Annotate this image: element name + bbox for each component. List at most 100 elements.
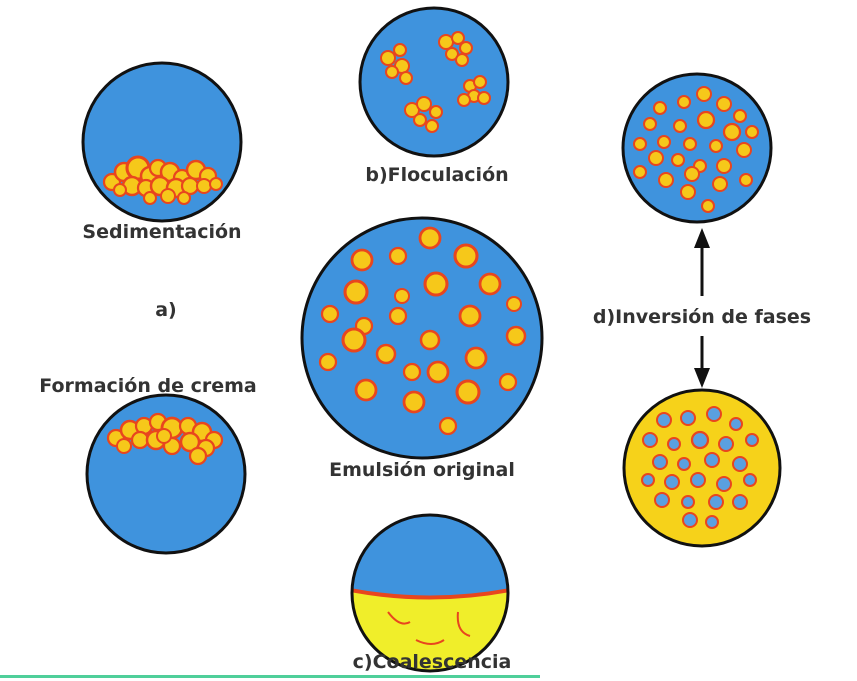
inversion-bottom-droplet <box>709 495 723 509</box>
original-emulsion-droplet <box>507 327 525 345</box>
inversion-top-droplet <box>713 177 727 191</box>
original-emulsion-droplet <box>390 308 406 324</box>
original-emulsion-droplet <box>500 374 516 390</box>
inversion-top-droplet <box>649 151 663 165</box>
inversion-top-droplet <box>644 118 656 130</box>
flocculation-droplet <box>456 54 468 66</box>
original-emulsion-droplet <box>345 281 367 303</box>
original-emulsion-droplet <box>455 245 477 267</box>
inversion-top-droplet <box>674 120 686 132</box>
creaming-droplet <box>132 432 148 448</box>
inversion-top-droplet <box>740 174 752 186</box>
inversion-top-droplet <box>681 185 695 199</box>
inversion-top-panel <box>623 74 771 222</box>
inversion-top-droplet <box>685 167 699 181</box>
original-emulsion-droplet <box>352 250 372 270</box>
original-emulsion-droplet <box>440 418 456 434</box>
original-emulsion-droplet <box>457 381 479 403</box>
inversion-bottom-droplet <box>744 474 756 486</box>
inversion-top-droplet <box>717 97 731 111</box>
inversion-top-droplet <box>724 124 740 140</box>
inversion-bottom-droplet <box>733 495 747 509</box>
creaming-droplet <box>157 429 171 443</box>
sedimentation-droplet <box>178 192 190 204</box>
flocculation-droplet <box>417 97 431 111</box>
inversion-top-droplet <box>697 87 711 101</box>
original-emulsion-droplet <box>425 273 447 295</box>
sedimentation-label: Sedimentación <box>82 221 241 243</box>
original-emulsion-droplet <box>507 297 521 311</box>
inversion-bottom-droplet <box>705 453 719 467</box>
inversion-top-droplet <box>654 102 666 114</box>
original-emulsion-droplet <box>322 306 338 322</box>
original-emulsion-droplet <box>377 345 395 363</box>
sedimentation-droplet <box>144 192 156 204</box>
flocculation-droplet <box>381 51 395 65</box>
inversion-top-droplet <box>710 140 722 152</box>
original-emulsion-droplet <box>395 289 409 303</box>
flocculation-panel <box>360 8 508 156</box>
inversion-top-droplet <box>702 200 714 212</box>
inversion-bottom-droplet <box>707 407 721 421</box>
inversion-bottom-droplet <box>657 413 671 427</box>
inversion-top-droplet <box>672 154 684 166</box>
inversion-top-droplet <box>737 143 751 157</box>
inversion-bottom-droplet <box>717 477 731 491</box>
flocculation-droplet <box>460 42 472 54</box>
flocculation-droplet <box>400 72 412 84</box>
inversion-bottom-droplet <box>668 438 680 450</box>
original-emulsion-droplet <box>428 362 448 382</box>
inversion-bottom-droplet <box>643 433 657 447</box>
creaming-droplet <box>190 448 206 464</box>
inversion-bottom-panel <box>624 390 780 546</box>
inversion-top-droplet <box>678 96 690 108</box>
flocculation-droplet <box>474 76 486 88</box>
flocculation-droplet <box>478 92 490 104</box>
inversion-bottom-droplet <box>692 432 708 448</box>
flocculation-droplet <box>458 94 470 106</box>
inversion-top-droplet <box>734 110 746 122</box>
flocculation-droplet <box>439 35 453 49</box>
creaming-droplet <box>117 439 131 453</box>
sedimentation-droplet <box>161 189 175 203</box>
inversion-bottom-droplet <box>642 474 654 486</box>
inversion-bottom-droplet <box>730 418 742 430</box>
inversion-top-droplet <box>746 126 758 138</box>
inversion-top-droplet <box>698 112 714 128</box>
inversion-top-droplet <box>634 138 646 150</box>
inversion-bottom-droplet <box>665 475 679 489</box>
inversion-bottom-droplet <box>678 458 690 470</box>
inversion-bottom-droplet <box>681 411 695 425</box>
flocculation-label: b)Floculación <box>365 164 508 186</box>
inversion-top-droplet <box>717 159 731 173</box>
inversion-bottom-droplet <box>683 513 697 527</box>
inversion-bottom-droplet <box>733 457 747 471</box>
original-emulsion-label: Emulsión original <box>329 459 515 481</box>
original-emulsion-droplet <box>460 306 480 326</box>
panel-a-label: a) <box>155 299 177 321</box>
sedimentation-droplet <box>114 184 126 196</box>
inversion-bottom-droplet <box>706 516 718 528</box>
sedimentation-droplet <box>210 178 222 190</box>
original-emulsion-droplet <box>343 329 365 351</box>
coalescence-label: c)Coalescencia <box>353 651 512 673</box>
original-emulsion-droplet <box>356 380 376 400</box>
original-emulsion-droplet <box>404 392 424 412</box>
sedimentation-panel <box>83 63 241 221</box>
original-emulsion-droplet <box>404 364 420 380</box>
sedimentation-droplet <box>197 179 211 193</box>
inversion-top-droplet <box>659 173 673 187</box>
flocculation-droplet <box>414 114 426 126</box>
original-emulsion-droplet <box>466 348 486 368</box>
original-emulsion-droplet <box>421 331 439 349</box>
original-emulsion-droplet <box>320 354 336 370</box>
flocculation-droplet <box>430 106 442 118</box>
original-emulsion-droplet <box>390 248 406 264</box>
inversion-bottom-droplet <box>653 455 667 469</box>
creaming-panel <box>87 395 245 553</box>
inversion-label: d)Inversión de fases <box>593 306 811 328</box>
inversion-top-droplet <box>684 138 696 150</box>
inversion-top-droplet <box>658 136 670 148</box>
flocculation-droplet <box>386 66 398 78</box>
